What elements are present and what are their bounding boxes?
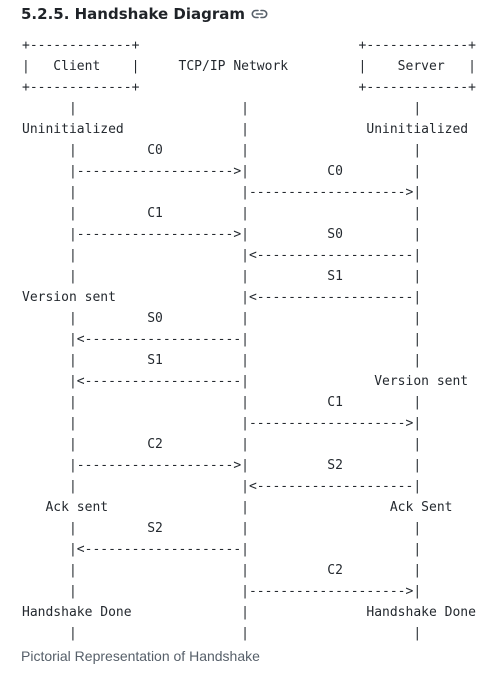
link-icon[interactable] (251, 8, 268, 20)
handshake-diagram: +-------------+ +-------------+ | Client… (22, 38, 476, 641)
section-heading: 5.2.5. Handshake Diagram (21, 4, 268, 24)
figure-caption: Pictorial Representation of Handshake (21, 648, 260, 664)
section-title: 5.2.5. Handshake Diagram (21, 5, 246, 23)
